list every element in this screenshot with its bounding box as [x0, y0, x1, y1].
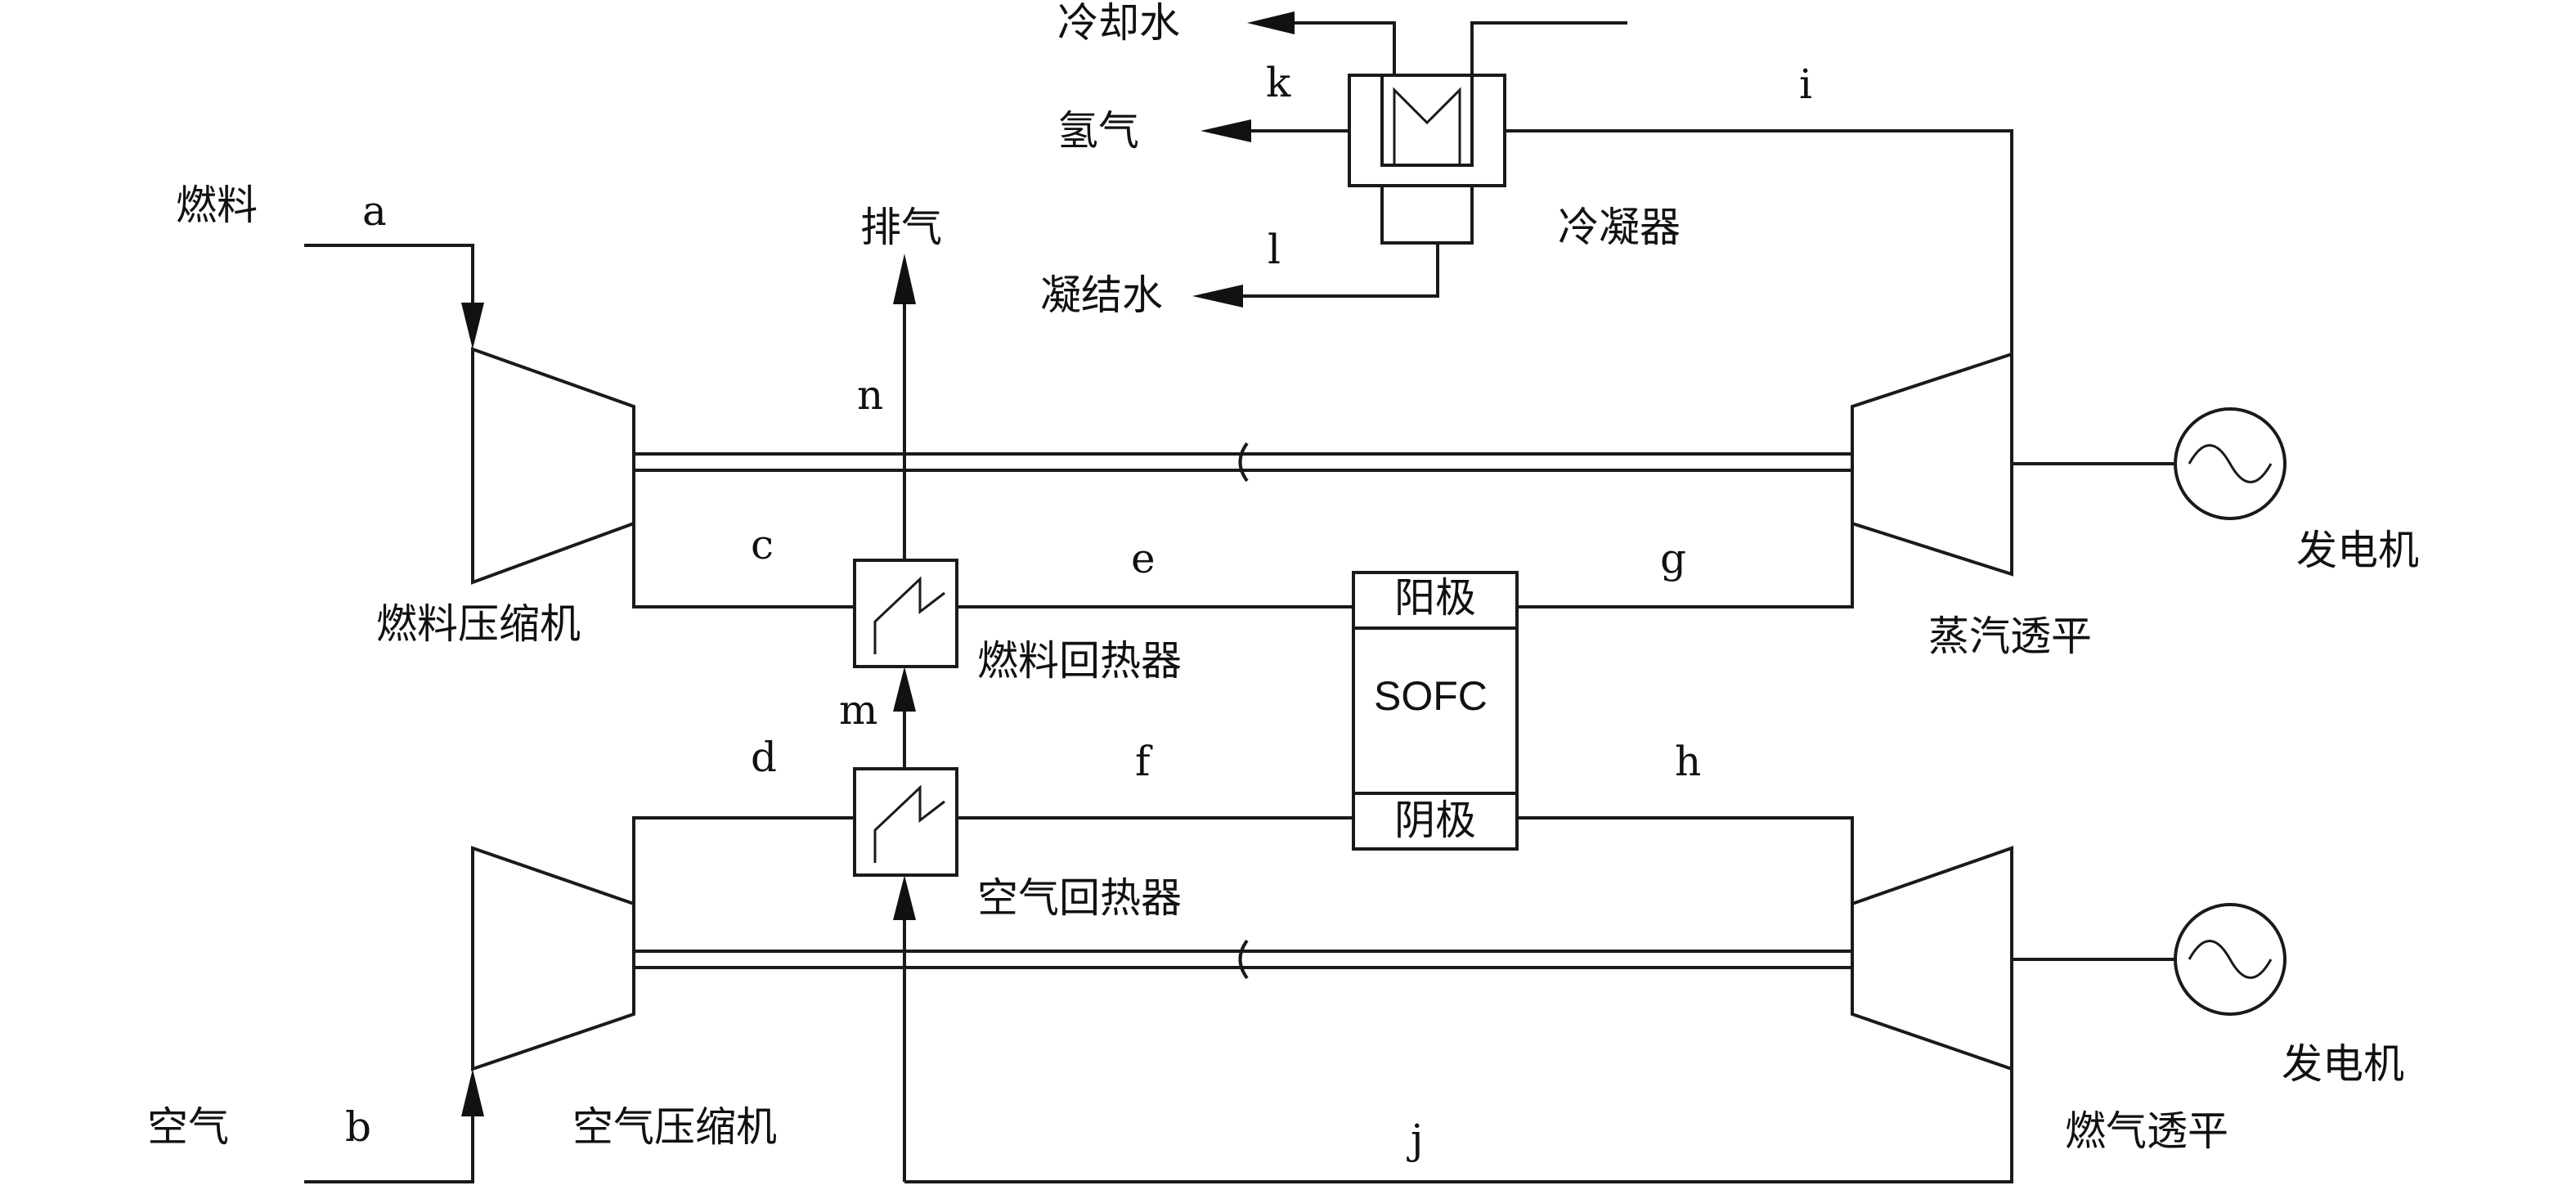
- stream-j-arrow: [893, 875, 916, 920]
- generator-top-label: 发电机: [2296, 527, 2419, 574]
- cooling-water-arrow: [1247, 11, 1295, 34]
- sofc-stack: [1352, 571, 1519, 851]
- stream-h-label: h: [1675, 738, 1701, 785]
- condensate-line: [1243, 243, 1439, 298]
- gas-turbine: [1851, 846, 2013, 1071]
- stream-f-label: f: [1135, 738, 1153, 785]
- stream-e-label: e: [1131, 535, 1156, 582]
- stream-c-line: [632, 523, 855, 608]
- stream-l-label: l: [1268, 226, 1281, 273]
- fuel-compressor-label: 燃料压缩机: [376, 600, 581, 648]
- anode-label: 阳极: [1394, 574, 1476, 622]
- fuel-label: 燃料: [176, 182, 258, 229]
- hydrogen-label: 氢气: [1057, 107, 1139, 155]
- air-recuperator-label: 空气回热器: [977, 874, 1182, 922]
- condensate-label: 凝结水: [1040, 272, 1163, 319]
- cathode-label: 阴极: [1394, 797, 1476, 844]
- stream-k-label: k: [1266, 59, 1291, 106]
- steam-turbine-label: 蒸汽透平: [1928, 613, 2092, 660]
- generator-bottom-label: 发电机: [2282, 1040, 2404, 1088]
- stream-n-label: n: [857, 371, 883, 419]
- hydrogen-arrow: [1200, 119, 1251, 142]
- stream-j-label: j: [1407, 1116, 1424, 1163]
- stream-b-label: b: [345, 1103, 371, 1151]
- stream-d-line: [632, 816, 855, 904]
- sofc-label: SOFC: [1374, 673, 1488, 719]
- cooling-water-inlet: [1470, 21, 1627, 75]
- stream-d-label: d: [751, 734, 777, 781]
- generator-bottom: [2174, 903, 2287, 1016]
- stream-g-line: [1517, 523, 1854, 608]
- air-recuperator: [853, 767, 958, 877]
- stream-i-label: i: [1799, 61, 1812, 108]
- air-inlet-arrow: [461, 1069, 484, 1116]
- stream-a-label: a: [362, 187, 387, 235]
- fuel-inlet-line: [304, 244, 474, 303]
- fuel-recuperator-label: 燃料回热器: [977, 637, 1182, 685]
- stream-m-label: m: [839, 686, 877, 734]
- cooling-water-label: 冷却水: [1057, 0, 1180, 47]
- fuel-recuperator: [853, 559, 958, 668]
- air-compressor-label: 空气压缩机: [572, 1103, 777, 1151]
- exhaust-label: 排气: [860, 204, 942, 251]
- steam-turbine: [1851, 352, 2013, 577]
- stream-h-line: [1517, 816, 1854, 904]
- cooling-water-line: [1295, 21, 1396, 75]
- fuel-compressor: [471, 347, 635, 585]
- stream-m-arrow: [893, 667, 916, 712]
- air-inlet-line: [304, 1116, 474, 1183]
- stream-g-label: g: [1660, 535, 1686, 582]
- upper-shaft: [634, 442, 1852, 483]
- fuel-inlet-arrow: [461, 303, 484, 349]
- air-label: 空气: [147, 1103, 229, 1151]
- stream-j-line: [904, 1010, 2013, 1183]
- generator-top: [2174, 407, 2287, 520]
- exhaust-arrow: [893, 254, 916, 304]
- lower-shaft: [634, 939, 1852, 980]
- condensate-arrow: [1192, 285, 1243, 308]
- air-compressor: [471, 846, 635, 1071]
- stream-c-label: c: [751, 521, 774, 568]
- condenser: [1348, 74, 1506, 245]
- stream-i-line: [1505, 129, 2013, 354]
- gas-turbine-label: 燃气透平: [2065, 1107, 2228, 1155]
- condenser-label: 冷凝器: [1558, 204, 1681, 251]
